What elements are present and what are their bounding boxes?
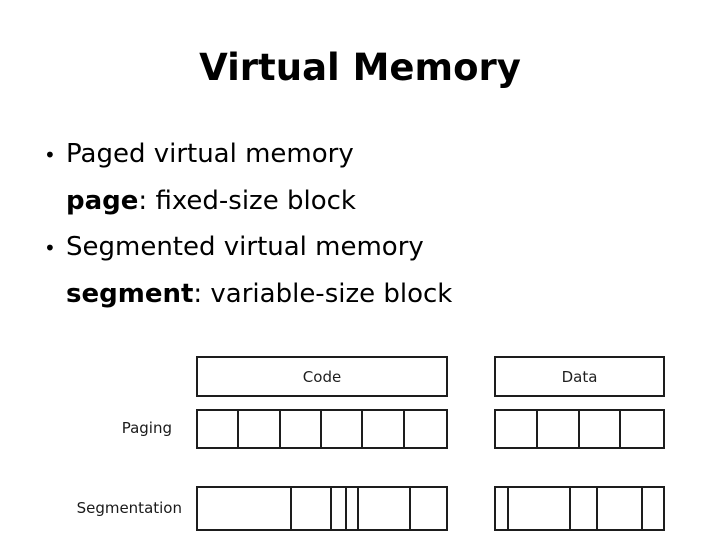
bullet-marker-icon: • [44,143,56,167]
memory-cell [411,488,446,529]
definition-text: fixed-size block [155,186,356,216]
bullet-marker-icon: • [44,236,56,260]
data-block-label: Data [561,367,598,386]
definition-line: page: fixed-size block [44,178,684,224]
code-block-label: Code [302,367,342,386]
bullet-text: Segmented virtual memory [66,232,424,262]
definition-line: segment: variable-size block [44,271,684,317]
definition-term: page [66,186,139,216]
memory-cell [496,411,538,447]
memory-cell [198,488,293,529]
code-block: Code [196,356,448,397]
page-title: Virtual Memory [199,46,521,89]
segmentation-strip-code [196,486,448,531]
memory-cell [509,488,572,529]
definition-text: variable-size block [210,279,453,309]
memory-cell [239,411,281,447]
definition-term: segment [66,279,194,309]
memory-cell [643,488,663,529]
memory-cell [363,411,405,447]
definition-separator: : [138,186,156,216]
memory-cell [347,488,360,529]
memory-cell [405,411,446,447]
memory-cell [322,411,364,447]
paging-strip-data [494,409,665,449]
row-label-paging: Paging [121,419,172,437]
segmentation-strip-data [494,486,665,531]
bullet-list: • Paged virtual memory page: fixed-size … [44,131,684,317]
list-item: • Segmented virtual memory [44,224,684,271]
memory-cell [571,488,598,529]
memory-cell [292,488,332,529]
bullet-text: Paged virtual memory [66,139,354,169]
memory-cell [496,488,510,529]
paging-strip-code [196,409,448,449]
row-label-segmentation: Segmentation [76,499,182,517]
memory-cell [198,411,240,447]
memory-cell [580,411,622,447]
data-block: Data [494,356,665,397]
list-item: • Paged virtual memory [44,131,684,178]
memory-cell [598,488,643,529]
memory-cell [621,411,663,447]
memory-cell [281,411,322,447]
memory-cell [332,488,347,529]
memory-cell [538,411,580,447]
memory-cell [359,488,412,529]
definition-separator: : [193,279,211,309]
